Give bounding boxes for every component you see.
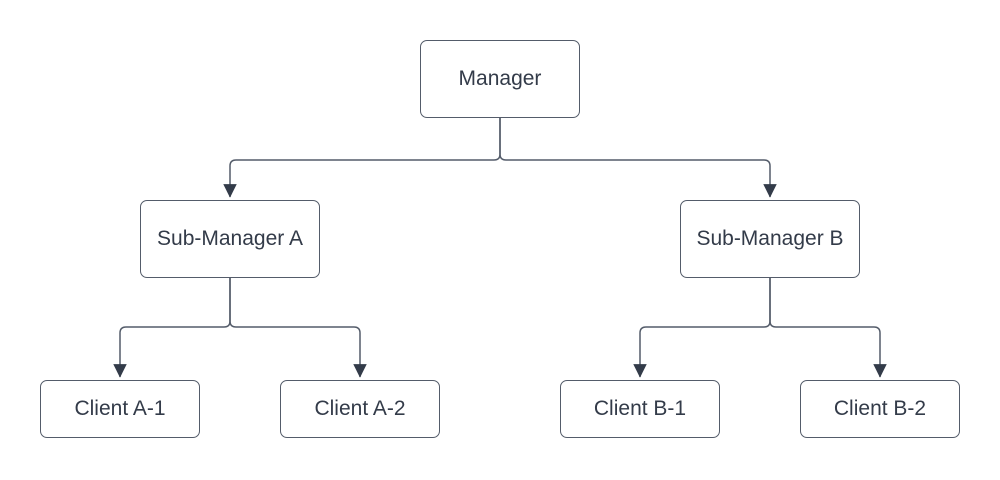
node-client-a-2[interactable]: Client A-2 [280, 380, 440, 438]
node-sub-manager-a[interactable]: Sub-Manager A [140, 200, 320, 278]
connector-sub-manager-b-to-client-b-2 [769, 278, 887, 378]
connector-sub-manager-a-to-client-a-1 [113, 278, 231, 378]
connector-sub-manager-a-to-client-a-2 [229, 278, 367, 378]
node-client-a-1[interactable]: Client A-1 [40, 380, 200, 438]
node-label-sub-manager-a: Sub-Manager A [157, 227, 303, 251]
connector-manager-to-sub-manager-a [223, 118, 501, 198]
node-label-client-b-2: Client B-2 [833, 397, 927, 421]
node-sub-manager-b[interactable]: Sub-Manager B [680, 200, 860, 278]
node-label-client-a-1: Client A-1 [74, 397, 166, 421]
node-client-b-1[interactable]: Client B-1 [560, 380, 720, 438]
node-label-client-a-2: Client A-2 [314, 397, 406, 421]
connector-sub-manager-b-to-client-b-1 [633, 278, 771, 378]
node-client-b-2[interactable]: Client B-2 [800, 380, 960, 438]
node-label-client-b-1: Client B-1 [593, 397, 687, 421]
node-manager[interactable]: Manager [420, 40, 580, 118]
node-label-sub-manager-b: Sub-Manager B [696, 227, 844, 251]
connector-manager-to-sub-manager-b [499, 118, 777, 198]
node-label-manager: Manager [458, 67, 542, 91]
